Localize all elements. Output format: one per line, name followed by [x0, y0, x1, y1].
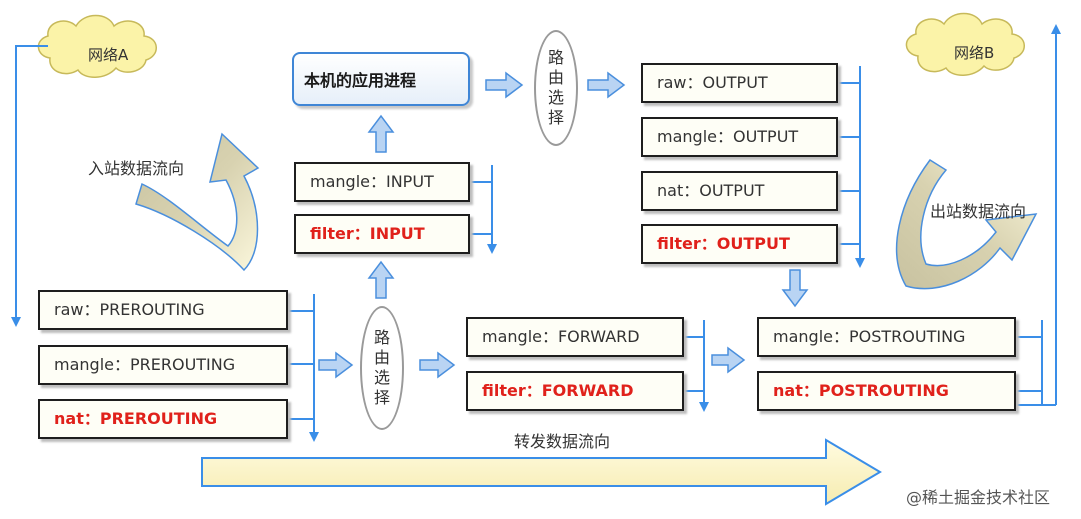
box-mangle-prerouting: mangle：PREROUTING [38, 345, 288, 385]
connector-prerouting [288, 294, 319, 442]
hollow-arrow-input-to-process [367, 114, 395, 153]
hollow-arrow-route-to-input [367, 260, 395, 299]
network-a-label: 网络A [88, 46, 129, 64]
route-choice-bottom: 路由选择 [360, 306, 404, 430]
hollow-arrow-process-to-route [485, 71, 524, 99]
box-nat-prerouting: nat：PREROUTING [38, 399, 288, 439]
curved-arrow-outbound [895, 158, 1038, 290]
connector-input [470, 165, 497, 254]
label-outbound-flow: 出站数据流向 [930, 202, 1027, 221]
curved-arrow-inbound [135, 132, 260, 272]
cloud-network-a [37, 14, 157, 78]
box-nat-output: nat：OUTPUT [641, 171, 838, 211]
hollow-arrow-prerouting-to-route [318, 351, 354, 379]
network-b-label: 网络B [954, 44, 995, 62]
cloud-network-b [905, 12, 1025, 76]
box-mangle-postrouting: mangle：POSTROUTING [757, 317, 1016, 357]
box-filter-input: filter：INPUT [294, 214, 470, 254]
app-process-box: 本机的应用进程 [292, 52, 470, 106]
hollow-arrow-forward-to-postrouting [711, 346, 746, 374]
box-raw-prerouting: raw：PREROUTING [38, 290, 288, 330]
connector-postrouting [1016, 24, 1061, 406]
box-mangle-output: mangle：OUTPUT [641, 117, 838, 157]
label-inbound-flow: 入站数据流向 [88, 159, 185, 178]
box-mangle-forward: mangle：FORWARD [466, 317, 684, 357]
box-mangle-input: mangle：INPUT [294, 162, 470, 202]
connector-output [838, 66, 865, 268]
box-nat-postrouting: nat：POSTROUTING [757, 371, 1016, 411]
hollow-arrow-output-to-postrouting [781, 269, 809, 308]
box-raw-output: raw：OUTPUT [641, 63, 838, 103]
hollow-arrow-route-to-forward [419, 351, 456, 379]
label-forward-flow: 转发数据流向 [514, 432, 611, 451]
route-choice-top: 路由选择 [534, 30, 578, 146]
connector-forward [684, 320, 709, 412]
big-arrow-forward [201, 438, 882, 506]
box-filter-forward: filter：FORWARD [466, 371, 684, 411]
hollow-arrow-route-to-output [587, 71, 626, 99]
route-choice-top-label: 路由选择 [547, 48, 564, 127]
route-choice-bottom-label: 路由选择 [373, 328, 390, 407]
watermark: @稀土掘金技术社区 [906, 488, 1051, 507]
box-filter-output: filter：OUTPUT [641, 224, 838, 264]
line-network-a-to-prerouting [11, 45, 48, 327]
